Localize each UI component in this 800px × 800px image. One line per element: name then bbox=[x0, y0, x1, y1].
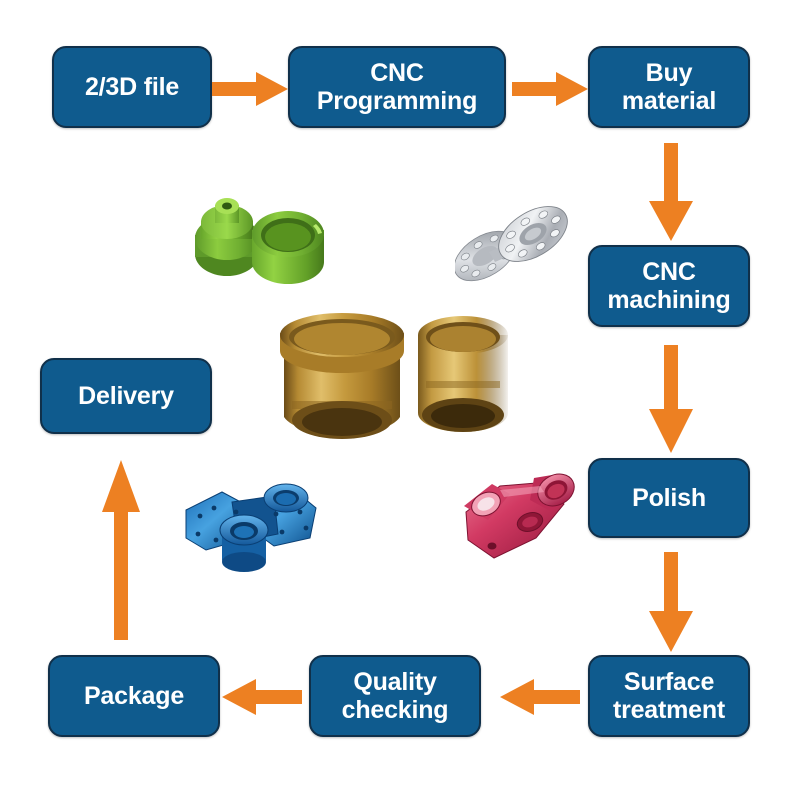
node-label: Surface treatment bbox=[612, 668, 726, 724]
node-buy-material[interactable]: Buy material bbox=[588, 46, 750, 128]
node-package[interactable]: Package bbox=[48, 655, 220, 737]
arrow-left-icon-surface-to-quality bbox=[500, 678, 580, 716]
arrow-down-icon-buy-to-machining bbox=[648, 143, 694, 241]
photo-blue-anodized-bracket bbox=[182, 468, 320, 572]
node-label: Polish bbox=[632, 484, 706, 512]
node-label: Buy material bbox=[621, 59, 717, 115]
node-label: CNC Programming bbox=[316, 59, 478, 115]
node-delivery[interactable]: Delivery bbox=[40, 358, 212, 434]
photo-brass-bushings bbox=[272, 305, 510, 455]
node-surface-treatment[interactable]: Surface treatment bbox=[588, 655, 750, 737]
arrow-right-icon-file-to-programming bbox=[212, 71, 288, 107]
node-quality-checking[interactable]: Quality checking bbox=[309, 655, 481, 737]
arrow-down-icon-machining-to-polish bbox=[648, 345, 694, 453]
node-cnc-machining[interactable]: CNC machining bbox=[588, 245, 750, 327]
photo-red-anodized-knuckle bbox=[448, 466, 576, 566]
arrow-left-icon-quality-to-package bbox=[222, 678, 302, 716]
node-label: CNC machining bbox=[607, 258, 731, 314]
node-label: Quality checking bbox=[341, 668, 449, 724]
node-2-3d-file[interactable]: 2/3D file bbox=[52, 46, 212, 128]
photo-stainless-steel-flanges bbox=[455, 190, 573, 300]
node-label: Package bbox=[83, 682, 185, 710]
node-label: 2/3D file bbox=[84, 73, 180, 101]
arrow-up-icon-package-to-delivery bbox=[101, 460, 141, 640]
arrow-right-icon-programming-to-buy bbox=[512, 71, 588, 107]
node-cnc-programming[interactable]: CNC Programming bbox=[288, 46, 506, 128]
node-polish[interactable]: Polish bbox=[588, 458, 750, 538]
node-label: Delivery bbox=[78, 382, 174, 410]
arrow-down-icon-polish-to-surface bbox=[648, 552, 694, 652]
photo-green-anodized-machined-parts bbox=[182, 188, 334, 300]
